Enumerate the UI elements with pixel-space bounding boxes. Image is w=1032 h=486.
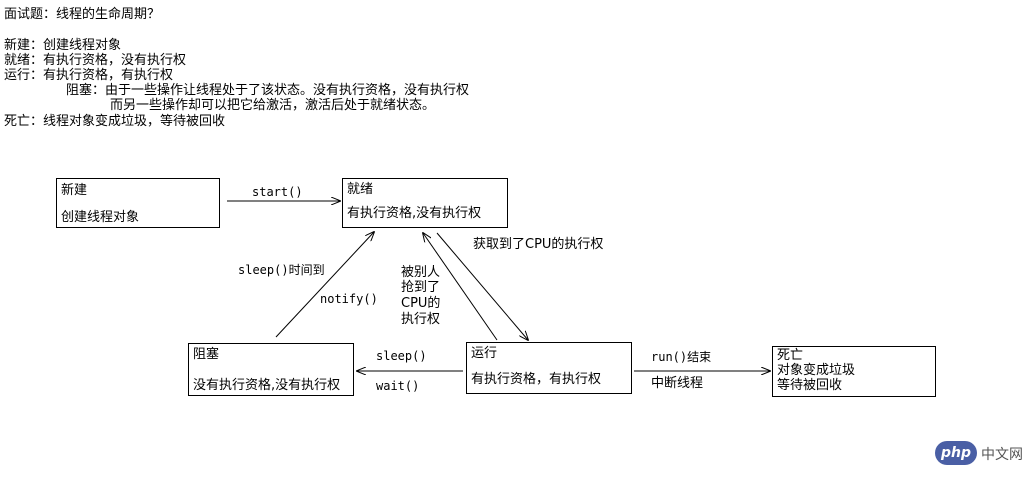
node-ready: 就绪 有执行资格,没有执行权 bbox=[342, 178, 508, 228]
label-run-end: run()结束 bbox=[651, 350, 712, 364]
state-blocked-line-2: 而另一些操作却可以把它给激活，激活后处于就绪状态。 bbox=[110, 98, 436, 113]
label-sleep: sleep() bbox=[376, 349, 427, 363]
label-preempted-1: 被别人 bbox=[401, 265, 441, 280]
node-dead-title: 死亡 bbox=[777, 348, 804, 363]
node-blocked-title: 阻塞 bbox=[193, 347, 220, 362]
node-ready-desc: 有执行资格,没有执行权 bbox=[347, 206, 482, 221]
node-new-title: 新建 bbox=[61, 183, 88, 198]
node-dead-desc-2: 等待被回收 bbox=[777, 378, 843, 393]
label-wait: wait() bbox=[376, 379, 420, 393]
label-preempted-2: 抢到了 bbox=[401, 280, 441, 295]
node-ready-title: 就绪 bbox=[347, 182, 374, 197]
node-dead: 死亡 对象变成垃圾 等待被回收 bbox=[772, 346, 936, 397]
label-preempted-4: 执行权 bbox=[401, 312, 441, 327]
node-new: 新建 创建线程对象 bbox=[56, 178, 220, 228]
state-dead-line: 死亡：线程对象变成垃圾，等待被回收 bbox=[4, 114, 226, 129]
node-dead-desc-1: 对象变成垃圾 bbox=[777, 363, 856, 378]
node-running-desc: 有执行资格，有执行权 bbox=[471, 372, 602, 387]
state-ready-line: 就绪：有执行资格，没有执行权 bbox=[4, 53, 187, 68]
label-notify: notify() bbox=[320, 292, 378, 306]
arrow-blocked-to-ready bbox=[275, 232, 374, 338]
watermark: php 中文网 bbox=[935, 441, 1025, 467]
watermark-text: 中文网 bbox=[981, 447, 1023, 463]
label-got-cpu: 获取到了CPU的执行权 bbox=[473, 237, 604, 252]
question-title: 面试题：线程的生命周期？ bbox=[4, 7, 161, 22]
node-new-desc: 创建线程对象 bbox=[61, 210, 140, 225]
label-interrupt: 中断线程 bbox=[651, 376, 704, 391]
state-new-line: 新建：创建线程对象 bbox=[4, 38, 122, 53]
label-preempted-3: CPU的 bbox=[401, 296, 441, 311]
arrow-running-to-ready bbox=[423, 233, 498, 341]
node-blocked: 阻塞 没有执行资格,没有执行权 bbox=[188, 343, 354, 396]
node-running: 运行 有执行资格，有执行权 bbox=[466, 342, 632, 394]
arrow-ready-to-running bbox=[436, 232, 528, 340]
label-start: start() bbox=[252, 185, 303, 199]
label-sleep-time: sleep()时间到 bbox=[238, 263, 325, 277]
node-running-title: 运行 bbox=[471, 346, 498, 361]
state-blocked-line-1: 阻塞：由于一些操作让线程处于了该状态。没有执行资格，没有执行权 bbox=[66, 83, 470, 98]
node-blocked-desc: 没有执行资格,没有执行权 bbox=[193, 378, 341, 393]
php-logo-icon: php bbox=[935, 441, 977, 465]
state-running-line: 运行：有执行资格，有执行权 bbox=[4, 68, 174, 83]
